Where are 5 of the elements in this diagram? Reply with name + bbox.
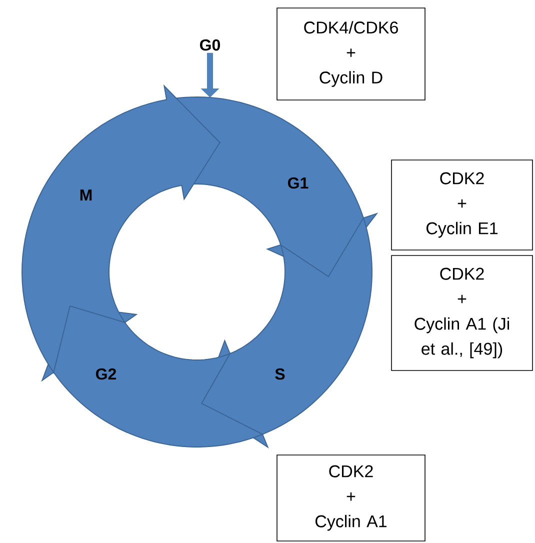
phase-label: G0 [200, 39, 220, 51]
text-box: CDK2 + Cyclin A1 (Ji et al., [49]) [391, 255, 533, 371]
text-box: CDK2 + Cyclin A1 [276, 454, 426, 542]
text-box: CDK2 + Cyclin E1 [391, 160, 533, 250]
text-box: CDK4/CDK6 + Cyclin D [276, 8, 426, 100]
